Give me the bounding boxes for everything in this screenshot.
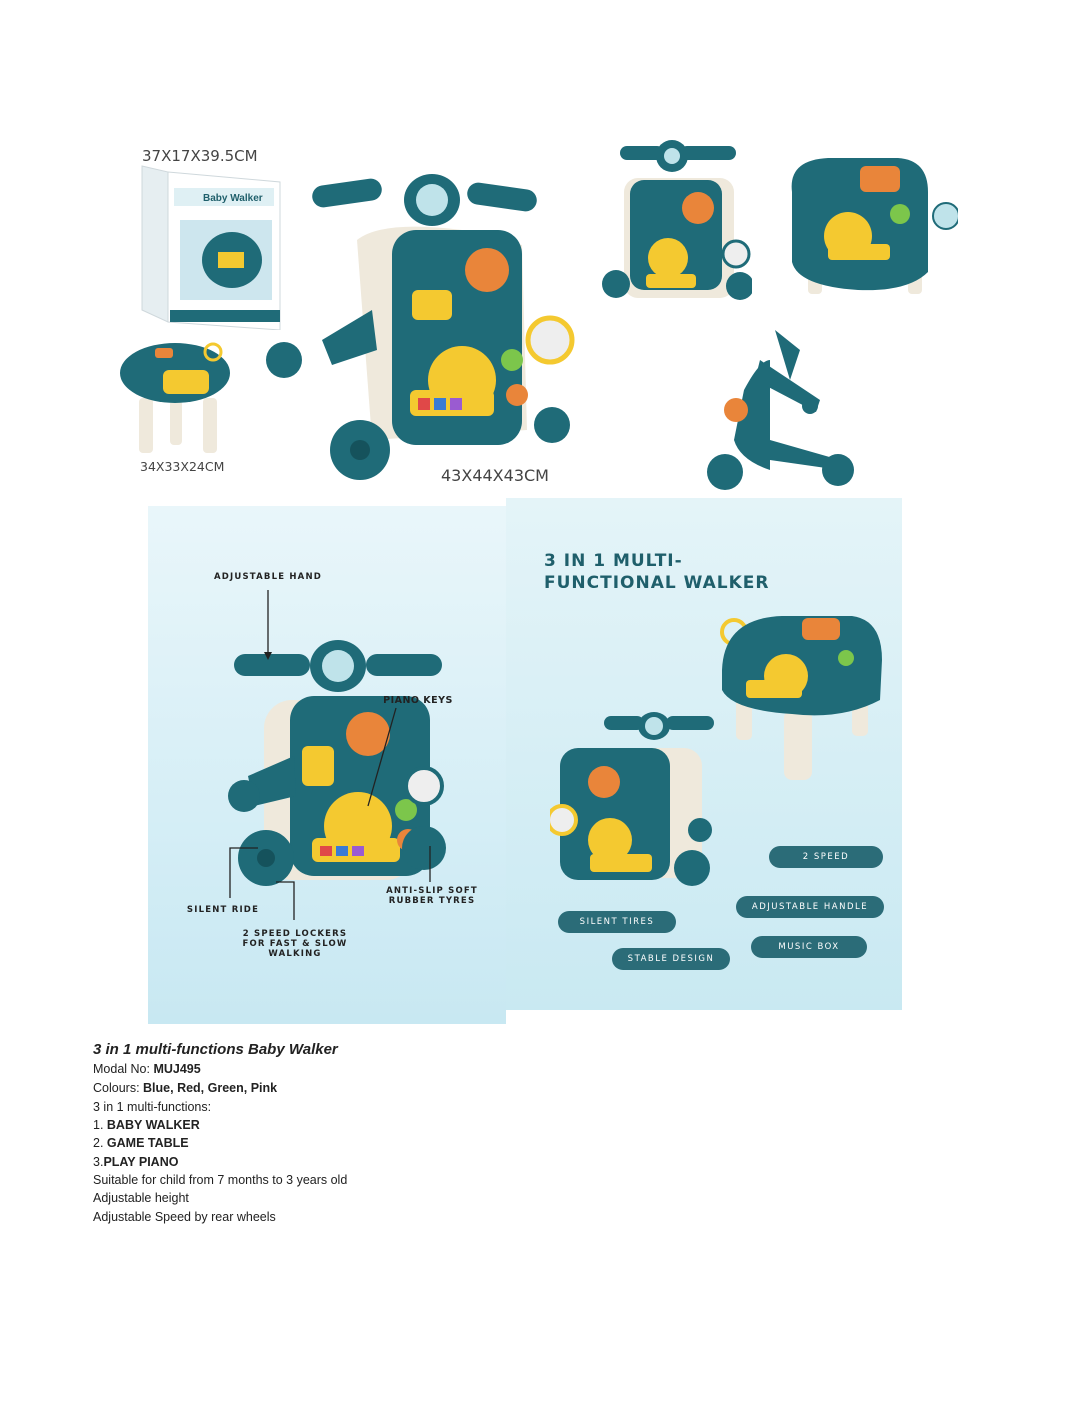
model-value: MUJ495 xyxy=(153,1062,201,1076)
function-2: 2. GAME TABLE xyxy=(93,1134,189,1153)
function-2-prefix: 2. xyxy=(93,1136,107,1150)
features-panel-left: ADJUSTABLE HAND PIANO KEYS ANTI-SLIP SOF… xyxy=(148,506,506,1024)
game-table-image xyxy=(120,342,230,453)
pill-2-speed: 2 SPEED xyxy=(769,846,883,868)
model-number: Modal No: MUJ495 xyxy=(93,1060,201,1079)
box-brand-label: Baby Walker xyxy=(203,193,263,204)
colours-label: Colours: xyxy=(93,1081,144,1095)
walker-feature-image-right xyxy=(550,712,714,886)
age-line: Suitable for child from 7 months to 3 ye… xyxy=(93,1173,348,1187)
game-table-feature-image xyxy=(720,616,882,780)
colours-line: Colours: Blue, Red, Green, Pink xyxy=(93,1079,277,1098)
pill-silent-tires: SILENT TIRES xyxy=(558,911,676,933)
label-anti-slip: ANTI-SLIP SOFT RUBBER TYRES xyxy=(372,886,492,906)
label-silent-ride: SILENT RIDE xyxy=(186,905,260,915)
product-box-image xyxy=(141,165,281,330)
function-3: 3.PLAY PIANO xyxy=(93,1153,178,1172)
pill-adjustable-handle: ADJUSTABLE HANDLE xyxy=(736,896,884,918)
walker-dimensions: 43X44X43CM xyxy=(441,466,549,485)
function-3-label: PLAY PIANO xyxy=(103,1155,179,1169)
walker-side-image xyxy=(707,330,854,490)
pill-stable-design: STABLE DESIGN xyxy=(612,948,730,970)
label-speed-lockers: 2 SPEED LOCKERS FOR FAST & SLOW WALKING xyxy=(238,929,352,959)
functions-intro: 3 in 1 multi-functions: xyxy=(93,1100,212,1114)
lockers-line-3: WALKING xyxy=(268,949,322,959)
speed-line: Adjustable Speed by rear wheels xyxy=(93,1210,276,1224)
anti-slip-line-2: RUBBER TYRES xyxy=(388,896,476,906)
anti-slip-line-1: ANTI-SLIP SOFT xyxy=(386,886,478,896)
model-label: Modal No: xyxy=(93,1062,154,1076)
lockers-line-2: FOR FAST & SLOW xyxy=(242,939,348,949)
callout-lines xyxy=(229,590,431,920)
panel-title-line-2: FUNCTIONAL WALKER xyxy=(544,573,770,593)
function-2-label: GAME TABLE xyxy=(106,1136,189,1150)
height-line: Adjustable height xyxy=(93,1191,189,1205)
panel-title-line-1: 3 IN 1 MULTI- xyxy=(544,551,683,571)
function-1: 1. BABY WALKER xyxy=(93,1116,200,1135)
walker-main-image xyxy=(266,174,575,480)
label-adjustable-hand: ADJUSTABLE HAND xyxy=(213,572,323,582)
function-1-label: BABY WALKER xyxy=(106,1118,200,1132)
walker-feature-image xyxy=(228,640,446,886)
colours-value: Blue, Red, Green, Pink xyxy=(143,1081,278,1095)
features-panel-right: 3 IN 1 MULTI- FUNCTIONAL WALKER 2 SPEED … xyxy=(506,498,902,1010)
function-3-prefix: 3. xyxy=(93,1155,104,1169)
function-1-prefix: 1. xyxy=(93,1118,107,1132)
walker-front-image xyxy=(602,140,752,300)
panel-title: 3 IN 1 MULTI- FUNCTIONAL WALKER xyxy=(544,550,769,594)
label-piano-keys: PIANO KEYS xyxy=(383,695,453,706)
product-title: 3 in 1 multi-functions Baby Walker xyxy=(93,1041,338,1058)
table-dimensions: 34X33X24CM xyxy=(140,459,225,474)
lockers-line-1: 2 SPEED LOCKERS xyxy=(242,929,348,939)
pill-music-box: MUSIC BOX xyxy=(751,936,867,958)
game-table-top-image xyxy=(791,158,958,294)
box-dimensions: 37X17X39.5CM xyxy=(142,147,258,165)
